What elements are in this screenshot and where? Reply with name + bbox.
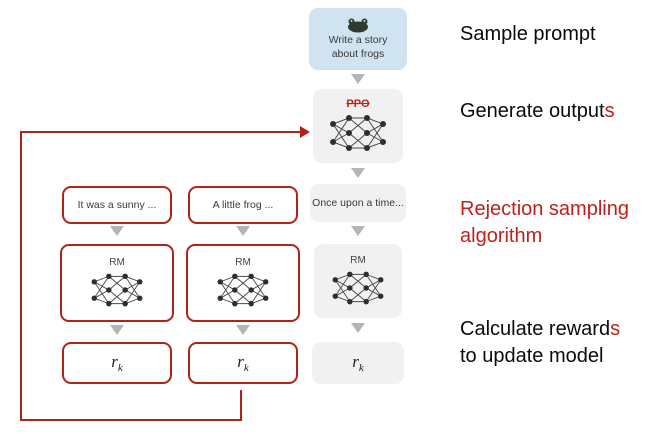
reward-value: rk [237, 352, 249, 374]
down-arrow-icon [236, 325, 250, 335]
rm-label: RM [235, 256, 251, 268]
policy-model-box: PPO [313, 89, 403, 163]
down-arrow-icon [351, 323, 365, 333]
feedback-loop-stub-line [240, 390, 242, 421]
reward-model-mid-box: RM [186, 244, 300, 322]
down-arrow-icon [236, 226, 250, 236]
reward-model-center-box: RM [314, 244, 402, 318]
reward-mid-box: rk [188, 342, 298, 384]
output-left-box: It was a sunny ... [62, 186, 172, 224]
ppo-strikethrough-label: PPO [346, 97, 370, 110]
generate-outputs-label: Generate outputs [460, 100, 615, 122]
down-arrow-icon [351, 168, 365, 178]
reward-left-box: rk [62, 342, 172, 384]
output-mid-box: A little frog ... [188, 186, 298, 224]
down-arrow-icon [351, 74, 365, 84]
prompt-text-line2: about frogs [331, 48, 385, 60]
output-center-text: Once upon a time... [312, 196, 404, 209]
feedback-loop-left-line [20, 131, 22, 421]
reward-model-left-box: RM [60, 244, 174, 322]
down-arrow-icon [110, 226, 124, 236]
reward-value: rk [352, 352, 364, 374]
neural-network-icon [332, 270, 384, 305]
neural-network-icon [91, 272, 143, 307]
rm-label: RM [109, 256, 125, 268]
neural-network-icon [217, 272, 269, 307]
down-arrow-icon [110, 325, 124, 335]
rejection-sampling-label: Rejection sampling algorithm [460, 198, 629, 247]
rm-label: RM [350, 254, 366, 266]
feedback-loop-arrowhead [300, 126, 310, 138]
output-mid-text: A little frog ... [212, 198, 274, 211]
output-center-box: Once upon a time... [310, 184, 406, 222]
prompt-box: Write a story about frogs [309, 8, 407, 70]
feedback-loop-top-line [20, 131, 302, 133]
frog-icon [348, 18, 368, 33]
feedback-loop-bottom-line [20, 419, 242, 421]
reward-center-box: rk [312, 342, 404, 384]
output-left-text: It was a sunny ... [77, 198, 157, 211]
calculate-rewards-label: Calculate rewards to update model [460, 318, 621, 367]
neural-network-icon [329, 114, 387, 151]
prompt-text-line1: Write a story [328, 33, 388, 46]
down-arrow-icon [351, 226, 365, 236]
sample-prompt-label: Sample prompt [460, 23, 596, 45]
reward-value: rk [111, 352, 123, 374]
